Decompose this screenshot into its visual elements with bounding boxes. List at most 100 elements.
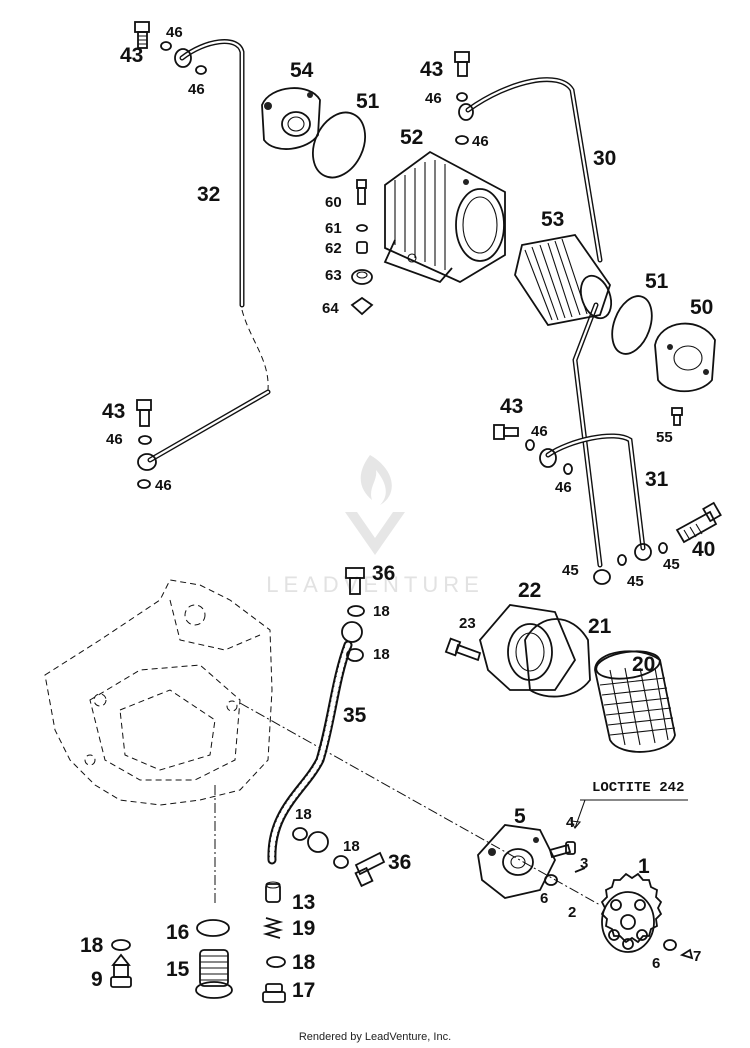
washer-45a — [617, 554, 627, 566]
oil-filter-20 — [594, 650, 676, 753]
label-15: 15 — [166, 958, 190, 981]
label-46-e: 46 — [531, 423, 548, 440]
label-36-top: 36 — [372, 562, 395, 585]
label-5: 5 — [514, 805, 526, 828]
label-6-a: 6 — [540, 890, 548, 907]
label-2: 2 — [568, 904, 576, 921]
label-54: 54 — [290, 59, 314, 82]
label-61: 61 — [325, 220, 342, 237]
label-9: 9 — [91, 968, 103, 991]
label-40: 40 — [692, 538, 715, 561]
label-18-a: 18 — [373, 603, 390, 620]
loctite-note: LOCTITE 242 — [592, 780, 684, 796]
washer-45c — [658, 542, 668, 554]
screw-3 — [548, 841, 576, 859]
filter-cover-22 — [479, 604, 577, 691]
label-63: 63 — [325, 267, 342, 284]
label-13: 13 — [292, 891, 315, 914]
label-46-a: 46 — [166, 24, 183, 41]
label-22: 22 — [518, 579, 541, 602]
spring-plug-13 — [265, 881, 281, 903]
washer-46c — [456, 92, 468, 102]
washer-18a — [347, 605, 365, 617]
label-46-h: 46 — [155, 477, 172, 494]
banjo-bolt-40 — [675, 501, 722, 544]
clip-7 — [679, 948, 694, 960]
label-18-c: 18 — [295, 806, 312, 823]
label-46-g: 46 — [106, 431, 123, 448]
washer-46a — [160, 41, 172, 51]
watermark-flame-icon — [360, 455, 392, 505]
label-43-right: 43 — [500, 395, 523, 418]
oil-pipe-31 — [539, 433, 652, 561]
washer-18c — [292, 827, 308, 841]
label-45-c: 45 — [663, 556, 680, 573]
label-21: 21 — [588, 615, 612, 638]
label-51-top: 51 — [356, 90, 380, 113]
washer-46g — [138, 435, 152, 445]
label-46-f: 46 — [555, 479, 572, 496]
washer-18b — [346, 648, 364, 662]
filter-cover-50 — [654, 322, 716, 393]
label-16: 16 — [166, 921, 189, 944]
screw-23 — [444, 637, 482, 662]
bolt-60 — [356, 179, 367, 205]
filter-housing-52 — [383, 150, 506, 284]
engine-case-outline — [44, 579, 273, 806]
pin-2 — [574, 867, 586, 873]
label-51-right: 51 — [645, 270, 669, 293]
banjo-bolt-36-top — [345, 567, 365, 595]
o-ring-51-top — [312, 111, 366, 179]
bolt-55 — [671, 407, 683, 426]
part-labels: 43 46 46 54 51 32 52 43 46 46 30 60 61 6… — [80, 24, 715, 1002]
o-ring-16 — [196, 919, 230, 937]
washer-18f — [111, 939, 131, 951]
label-64: 64 — [322, 300, 339, 317]
label-60: 60 — [325, 194, 342, 211]
spring-62 — [356, 241, 368, 254]
label-55: 55 — [656, 429, 673, 446]
label-18-b: 18 — [373, 646, 390, 663]
label-31: 31 — [645, 468, 669, 491]
label-46-b: 46 — [188, 81, 205, 98]
oil-filter-53 — [514, 234, 613, 326]
label-19: 19 — [292, 917, 315, 940]
washer-46f — [563, 463, 573, 475]
gasket-21 — [524, 618, 591, 698]
label-36-bottom: 36 — [388, 851, 411, 874]
spring-19 — [262, 917, 284, 939]
label-3: 3 — [580, 855, 588, 872]
label-23: 23 — [459, 615, 476, 632]
banjo-bolt-43-right — [493, 424, 519, 440]
o-ring-51-right — [611, 295, 653, 355]
label-52: 52 — [400, 126, 423, 149]
label-18-f: 18 — [80, 934, 104, 957]
banjo-bolt-43-top-left — [134, 21, 150, 49]
label-45-a: 45 — [562, 562, 579, 579]
label-30: 30 — [593, 147, 616, 170]
washer-61 — [356, 224, 368, 232]
label-46-c: 46 — [425, 90, 442, 107]
washer-18d — [333, 855, 349, 869]
watermark-text: LEADVENTURE — [266, 572, 484, 597]
label-62: 62 — [325, 240, 342, 257]
drain-plug-9 — [110, 953, 132, 988]
label-7: 7 — [693, 948, 701, 965]
loctite-callout: LOCTITE 242 — [569, 780, 688, 829]
gear-1 — [600, 872, 663, 953]
center-line-pump — [239, 702, 601, 906]
label-43-top-center: 43 — [420, 58, 443, 81]
oil-hose-35 — [267, 621, 363, 865]
label-35: 35 — [343, 704, 367, 727]
banjo-bolt-43-top-center — [454, 51, 470, 77]
label-6-b: 6 — [652, 955, 660, 972]
label-18-d: 18 — [343, 838, 360, 855]
piece-64 — [350, 296, 374, 316]
washer-46h — [137, 479, 151, 489]
label-4: 4 — [566, 814, 575, 831]
label-18-e: 18 — [292, 951, 316, 974]
label-32: 32 — [197, 183, 220, 206]
label-46-d: 46 — [472, 133, 489, 150]
washer-18e — [266, 956, 286, 968]
